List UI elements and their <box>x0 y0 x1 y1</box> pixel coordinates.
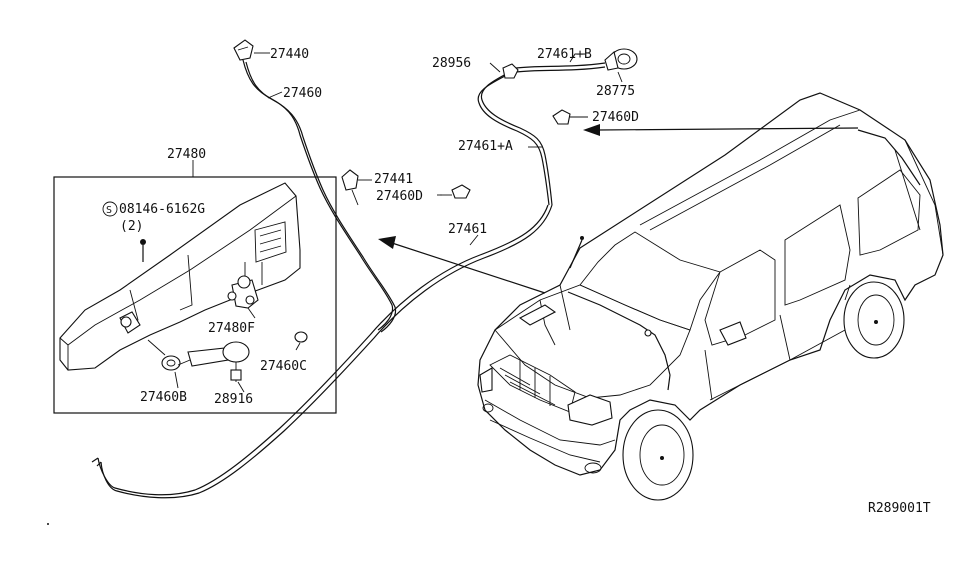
part-labels: 27440 27460 27480 S 08146-6162G (2) 2744… <box>102 47 931 516</box>
grommet-27460b <box>161 355 181 371</box>
bolt-icon <box>140 239 146 245</box>
grommet-27460c <box>294 331 308 343</box>
vehicle-illustration <box>477 92 944 501</box>
label-27460c: 27460C <box>260 359 307 374</box>
washer-hose-rear <box>477 62 606 206</box>
washer-tank-inset <box>53 160 337 414</box>
washer-hose-main <box>91 59 553 499</box>
label-08146: 08146-6162G <box>119 202 205 217</box>
connector-28956 <box>502 63 519 79</box>
vehicle-body <box>477 92 944 476</box>
label-28775: 28775 <box>596 84 635 99</box>
label-28916: 28916 <box>214 392 253 407</box>
s-circle-icon <box>102 201 118 217</box>
rear-wheel <box>843 281 905 359</box>
level-sensor <box>222 341 250 363</box>
label-27460b: 27460B <box>140 390 187 405</box>
inset-frame <box>53 176 337 414</box>
arrow-to-front <box>378 236 546 294</box>
label-27480: 27480 <box>167 147 206 162</box>
label-08146-qty: (2) <box>120 219 143 234</box>
nozzle-27440 <box>233 39 254 61</box>
label-08146-prefix: S <box>106 205 112 216</box>
label-27440: 27440 <box>270 47 309 62</box>
label-27460d-middle: 27460D <box>376 189 423 204</box>
label-27441: 27441 <box>374 172 413 187</box>
label-27461a: 27461+A <box>458 139 513 154</box>
label-27460d-upper: 27460D <box>592 110 639 125</box>
label-27461b: 27461+B <box>537 47 592 62</box>
label-28956: 28956 <box>432 56 471 71</box>
rear-nozzle-28775 <box>604 48 638 71</box>
clip-27460d-upper <box>552 109 588 125</box>
leader-lines <box>254 52 623 246</box>
clip-27460d-middle <box>440 184 471 199</box>
nozzle-27441 <box>341 169 359 206</box>
diagram-code: R289001T <box>868 501 931 516</box>
arrow-to-rear <box>583 124 859 136</box>
label-27460: 27460 <box>283 86 322 101</box>
front-wheel <box>622 409 694 501</box>
label-27461: 27461 <box>448 222 487 237</box>
label-27480f: 27480F <box>208 321 255 336</box>
